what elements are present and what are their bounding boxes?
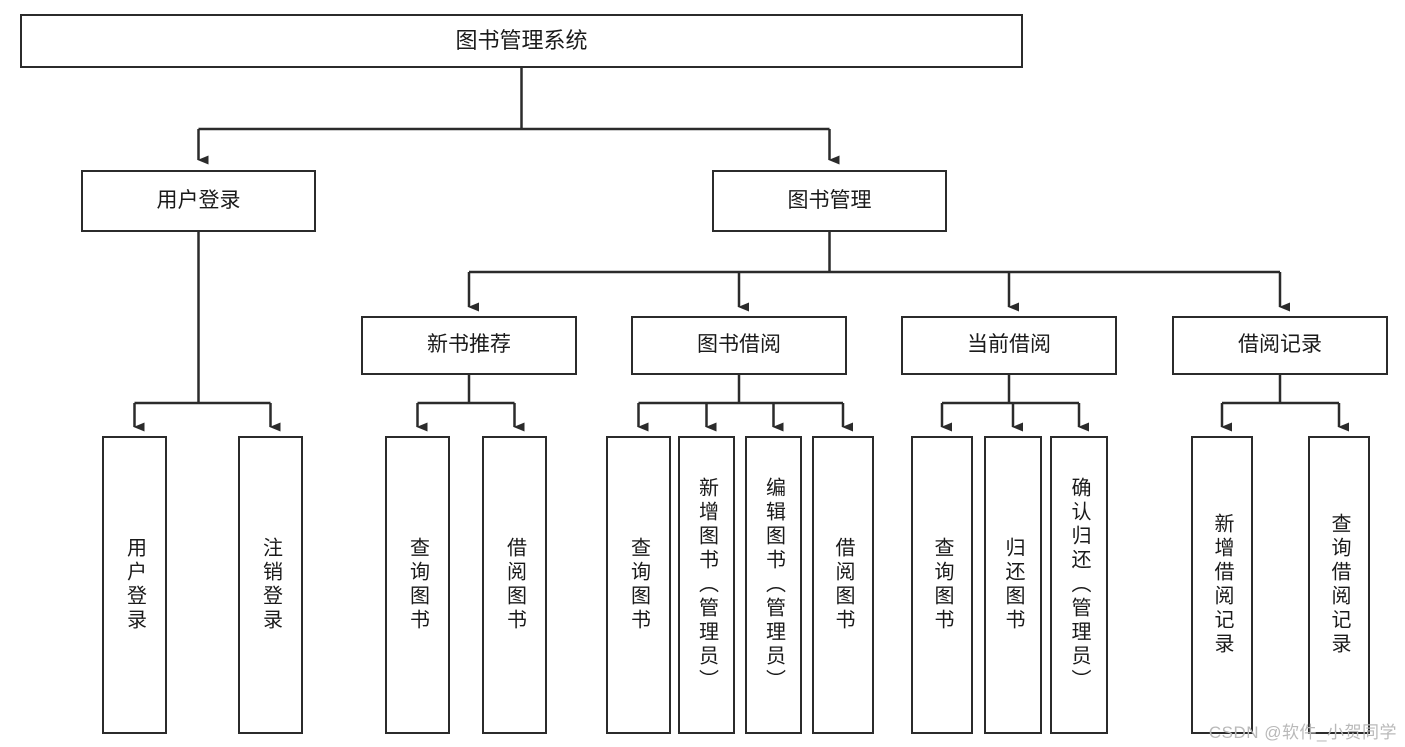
node-leaf-query-book-recommend[interactable]: 查询图书: [385, 436, 450, 734]
node-leaf-query-borrow-record-label: 查询借阅记录: [1328, 513, 1350, 657]
node-leaf-edit-book-admin-label: 编辑图书（管理员）: [762, 477, 785, 693]
node-book-borrow[interactable]: 图书借阅: [631, 316, 847, 375]
node-leaf-query-borrow-record[interactable]: 查询借阅记录: [1308, 436, 1370, 734]
node-borrow-records-label: 借阅记录: [1238, 333, 1322, 357]
node-current-borrow-label: 当前借阅: [967, 333, 1051, 357]
node-leaf-query-book-borrow-label: 查询图书: [627, 537, 650, 633]
node-leaf-logout-login-label: 注销登录: [259, 537, 282, 633]
node-leaf-add-borrow-record-label: 新增借阅记录: [1211, 513, 1233, 657]
node-leaf-borrow-book-label: 借阅图书: [832, 537, 854, 633]
node-book-management-label: 图书管理: [787, 188, 872, 212]
node-user-login-label: 用户登录: [156, 188, 241, 212]
node-new-book-recommend-label: 新书推荐: [427, 333, 511, 357]
node-leaf-edit-book-admin[interactable]: 编辑图书（管理员）: [745, 436, 802, 734]
node-leaf-borrow-book[interactable]: 借阅图书: [812, 436, 874, 734]
node-leaf-query-book-borrow[interactable]: 查询图书: [606, 436, 671, 734]
node-leaf-user-login[interactable]: 用户登录: [102, 436, 167, 734]
node-borrow-records[interactable]: 借阅记录: [1172, 316, 1388, 375]
node-root-label: 图书管理系统: [455, 28, 588, 54]
node-leaf-add-borrow-record[interactable]: 新增借阅记录: [1191, 436, 1253, 734]
watermark-text: CSDN @软件_小贺同学: [1208, 723, 1397, 742]
node-leaf-user-login-label: 用户登录: [123, 537, 146, 633]
node-leaf-return-book-label: 归还图书: [1002, 537, 1024, 633]
node-leaf-query-book-current-label: 查询图书: [931, 537, 953, 633]
node-leaf-add-book-admin[interactable]: 新增图书（管理员）: [678, 436, 735, 734]
node-book-borrow-label: 图书借阅: [697, 333, 781, 357]
node-new-book-recommend[interactable]: 新书推荐: [361, 316, 577, 375]
node-root-system[interactable]: 图书管理系统: [20, 14, 1023, 68]
node-leaf-confirm-return-admin[interactable]: 确认归还（管理员）: [1050, 436, 1108, 734]
node-leaf-query-book-current[interactable]: 查询图书: [911, 436, 973, 734]
node-book-management[interactable]: 图书管理: [712, 170, 947, 232]
node-leaf-return-book[interactable]: 归还图书: [984, 436, 1042, 734]
node-user-login[interactable]: 用户登录: [81, 170, 316, 232]
node-leaf-query-book-recommend-label: 查询图书: [406, 537, 429, 633]
node-leaf-borrow-book-recommend[interactable]: 借阅图书: [482, 436, 547, 734]
node-leaf-confirm-return-admin-label: 确认归还（管理员）: [1068, 477, 1090, 693]
node-current-borrow[interactable]: 当前借阅: [901, 316, 1117, 375]
node-leaf-borrow-book-recommend-label: 借阅图书: [503, 537, 526, 633]
node-leaf-add-book-admin-label: 新增图书（管理员）: [695, 477, 718, 693]
node-leaf-logout-login[interactable]: 注销登录: [238, 436, 303, 734]
